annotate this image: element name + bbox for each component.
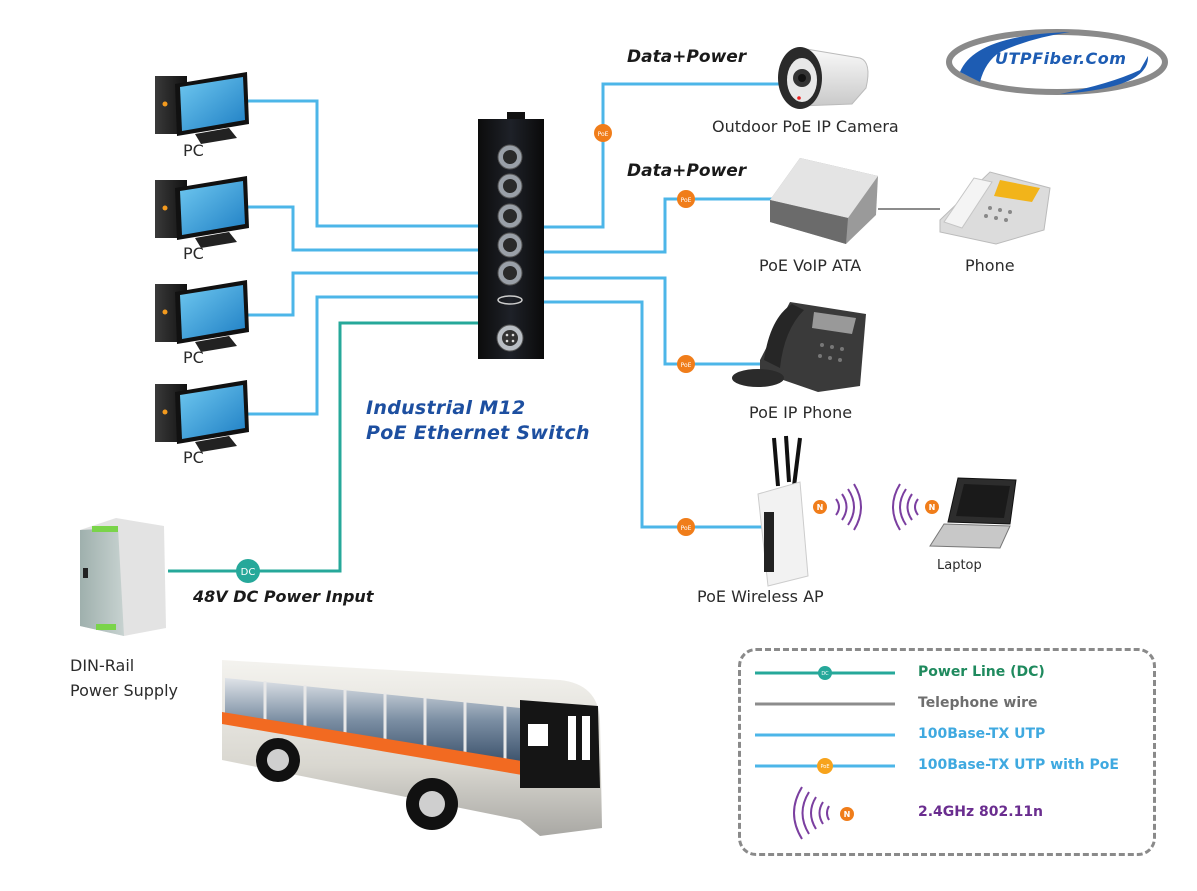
pc-label: PC — [183, 244, 204, 263]
svg-text:PoE: PoE — [681, 197, 692, 204]
logo-text: UTPFiber.Com — [995, 49, 1127, 68]
data-power-annotation: Data+Power — [627, 161, 747, 181]
pc-label: PC — [183, 141, 204, 160]
cable-pc1 — [247, 99, 480, 228]
cable-camera — [544, 82, 780, 229]
switch-title-line2: PoE Ethernet Switch — [366, 422, 590, 444]
svg-text:N: N — [844, 810, 851, 819]
wifi-signal-icon — [835, 483, 919, 531]
svg-text:DC: DC — [241, 567, 256, 578]
dc-input-annotation: 48V DC Power Input — [193, 587, 374, 606]
pc-label: PC — [183, 448, 204, 467]
svg-text:PoE: PoE — [681, 525, 692, 532]
pc-icon — [155, 176, 249, 248]
cable-ap — [544, 300, 765, 529]
legend-graphics: DC PoE N — [755, 666, 895, 840]
ip-phone-label: PoE IP Phone — [749, 403, 853, 422]
laptop-icon — [929, 477, 1017, 549]
data-power-annotation: Data+Power — [627, 47, 747, 67]
wireless-ap-icon — [757, 435, 809, 587]
wireless-ap-label: PoE Wireless AP — [697, 587, 824, 606]
n-badge: N — [813, 500, 827, 514]
cable-ip-phone — [544, 276, 762, 366]
phone-label: Phone — [965, 256, 1015, 275]
switch-title-line1: Industrial M12 — [366, 397, 526, 419]
power-supply-label-line2: Power Supply — [70, 681, 178, 700]
bus-illustration — [222, 660, 602, 836]
ip-phone-icon — [732, 302, 866, 392]
ip-camera-icon — [778, 47, 869, 109]
camera-label: Outdoor PoE IP Camera — [712, 117, 899, 136]
svg-text:PoE: PoE — [820, 764, 829, 770]
utpfiber-logo — [946, 29, 1168, 95]
legend-box — [738, 648, 1156, 856]
din-rail-power-supply-icon — [80, 518, 166, 636]
voip-ata-icon — [770, 158, 878, 244]
n-badge: N — [925, 500, 939, 514]
svg-text:DC: DC — [821, 671, 829, 677]
power-supply-label: DIN-Rail Power Supply — [70, 653, 178, 703]
legend-item-utp: 100Base-TX UTP — [918, 726, 1046, 742]
poe-badge: PoE — [677, 518, 695, 536]
svg-text:N: N — [817, 503, 824, 512]
power-supply-label-line1: DIN-Rail — [70, 656, 135, 675]
cable-pc3 — [247, 271, 480, 317]
svg-text:PoE: PoE — [598, 131, 609, 138]
pc-label: PC — [183, 348, 204, 367]
cable-ata — [544, 197, 780, 254]
legend-item-power-line: Power Line (DC) — [918, 664, 1045, 680]
legend-item-telephone-wire: Telephone wire — [918, 695, 1038, 711]
m12-switch-icon — [478, 112, 544, 359]
telephone-icon — [939, 171, 1051, 245]
dc-badge: DC — [236, 559, 260, 583]
svg-text:N: N — [929, 503, 936, 512]
poe-badge: PoE — [677, 355, 695, 373]
cable-pc2 — [247, 205, 480, 252]
switch-title: Industrial M12 PoE Ethernet Switch — [366, 396, 590, 446]
legend-item-utp-poe: 100Base-TX UTP with PoE — [918, 757, 1119, 773]
poe-badge: PoE — [677, 190, 695, 208]
pc-icon — [155, 280, 249, 352]
ata-label: PoE VoIP ATA — [759, 256, 862, 275]
pc-icon — [155, 72, 249, 144]
laptop-label: Laptop — [937, 558, 982, 573]
poe-badge: PoE — [594, 124, 612, 142]
cable-pc4 — [247, 295, 480, 416]
pc-icon — [155, 380, 249, 452]
svg-text:PoE: PoE — [681, 362, 692, 369]
legend-item-wifi: 2.4GHz 802.11n — [918, 804, 1044, 820]
